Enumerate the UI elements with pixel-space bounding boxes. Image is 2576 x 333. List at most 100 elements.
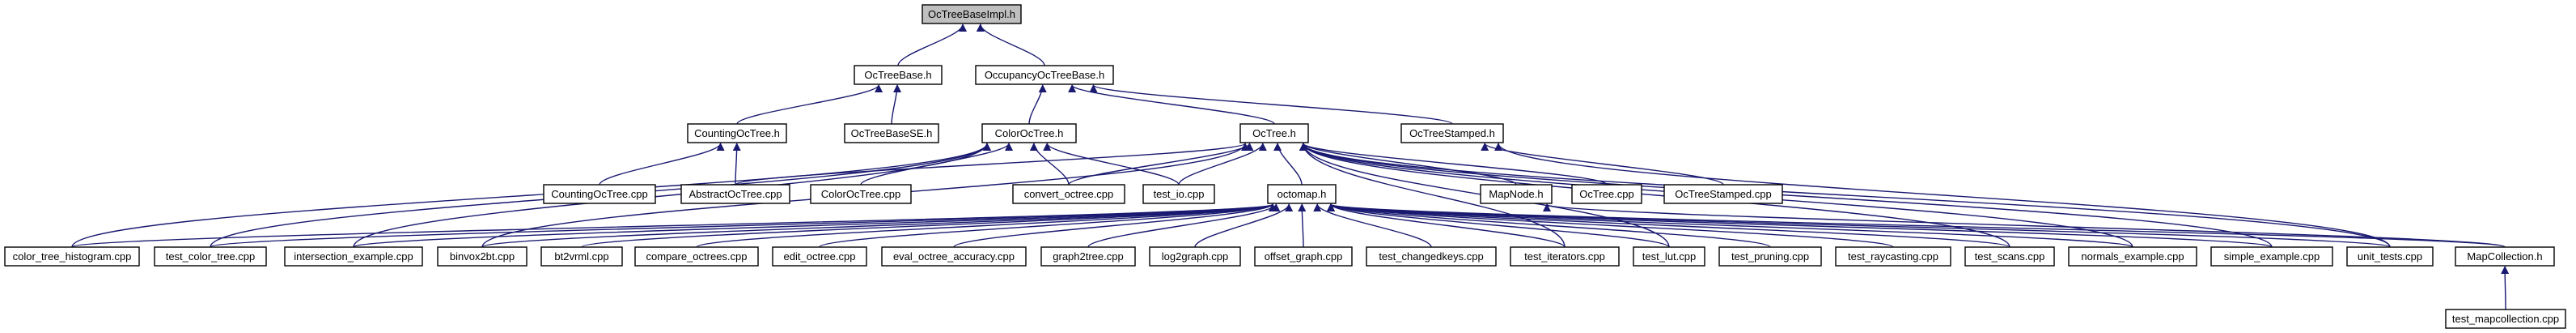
node-label: test_pruning.cpp <box>1731 250 1809 263</box>
node-binvox2bt-cpp[interactable]: binvox2bt.cpp <box>437 246 527 267</box>
edge-mapcollection_h-to-octomap_h <box>1327 203 2506 248</box>
node-test-changedkeys-cpp[interactable]: test_changedkeys.cpp <box>1366 246 1497 267</box>
node-label: bt2vrml.cpp <box>554 250 608 263</box>
edge-octree_cpp-to-octree <box>1299 143 1608 186</box>
edge-binvox2bt_cpp-to-octomap_h <box>481 203 1277 248</box>
edge-test_changedkeys_cpp-to-octomap_h <box>1313 203 1432 248</box>
node-test-raycasting-cpp[interactable]: test_raycasting.cpp <box>1835 246 1951 267</box>
node-octree-cpp[interactable]: OcTree.cpp <box>1571 184 1642 204</box>
edge-unit_tests_cpp-to-octree <box>1299 143 2391 248</box>
edge-test_raycasting_cpp-to-octomap_h <box>1327 203 1894 248</box>
node-label: test_io.cpp <box>1154 188 1205 200</box>
node-label: binvox2bt.cpp <box>450 250 515 263</box>
node-normals-example-cpp[interactable]: normals_example.cpp <box>2068 246 2197 267</box>
node-coloroctree[interactable]: ColorOcTree.h <box>981 123 1077 143</box>
node-label: edit_octree.cpp <box>784 250 856 263</box>
node-graph2tree-cpp[interactable]: graph2tree.cpp <box>1040 246 1136 267</box>
edge-test_io_cpp-to-octree <box>1178 143 1267 186</box>
edge-color_tree_histogram_cpp-to-octomap_h <box>71 203 1277 248</box>
node-test-iterators-cpp[interactable]: test_iterators.cpp <box>1510 246 1620 267</box>
node-octreestamped[interactable]: OcTreeStamped.h <box>1400 123 1504 143</box>
edge-countingoctree-to-octreebase <box>736 84 883 125</box>
node-label: unit_tests.cpp <box>2358 250 2422 263</box>
node-label: MapCollection.h <box>2467 250 2542 263</box>
node-mapcollection-h[interactable]: MapCollection.h <box>2455 246 2555 267</box>
edge-intersection_example_cpp-to-octomap_h <box>353 203 1277 248</box>
node-label: color_tree_histogram.cpp <box>13 250 132 263</box>
node-label: test_scans.cpp <box>1975 250 2045 263</box>
node-label: OcTreeStamped.cpp <box>1675 188 1771 200</box>
node-label: compare_octrees.cpp <box>646 250 747 263</box>
edge-bt2vrml_cpp-to-octomap_h <box>581 203 1277 248</box>
node-abstractoctree-cpp[interactable]: AbstractOcTree.cpp <box>680 184 790 204</box>
node-mapnode-h[interactable]: MapNode.h <box>1480 184 1553 204</box>
edge-countingoctree_cpp-to-countingoctree <box>599 143 725 186</box>
node-log2graph-cpp[interactable]: log2graph.cpp <box>1149 246 1241 267</box>
node-label: test_color_tree.cpp <box>166 250 256 263</box>
edge-octreebasese-to-octreebase <box>891 84 902 125</box>
node-octreestamped-cpp[interactable]: OcTreeStamped.cpp <box>1663 184 1783 204</box>
edges-layer <box>71 23 2510 310</box>
edge-test_scans_cpp-to-octomap_h <box>1327 203 2010 248</box>
edge-convert_octree_cpp-to-coloroctree <box>1029 143 1070 186</box>
node-color-tree-histogram-cpp[interactable]: color_tree_histogram.cpp <box>4 246 140 267</box>
node-label: ColorOcTree.h <box>995 127 1064 139</box>
node-simple-example-cpp[interactable]: simple_example.cpp <box>2210 246 2333 267</box>
node-label: offset_graph.cpp <box>1265 250 1343 263</box>
edge-test_io_cpp-to-coloroctree <box>1043 143 1180 186</box>
node-test-color-tree-cpp[interactable]: test_color_tree.cpp <box>154 246 267 267</box>
node-label: OcTreeBaseImpl.h <box>928 8 1015 20</box>
node-label: OcTreeStamped.h <box>1409 127 1495 139</box>
node-coloroctree-cpp[interactable]: ColorOcTree.cpp <box>810 184 912 204</box>
node-eval-octree-accuracy-cpp[interactable]: eval_octree_accuracy.cpp <box>881 246 1027 267</box>
edge-normals_example_cpp-to-octomap_h <box>1327 203 2133 248</box>
node-test-lut-cpp[interactable]: test_lut.cpp <box>1633 246 1705 267</box>
edge-test_scans_cpp-to-octree <box>1299 143 2010 248</box>
edge-test_lut_cpp-to-octomap_h <box>1327 203 1670 248</box>
node-label: intersection_example.cpp <box>294 250 413 263</box>
edge-test_mapcollection_cpp-to-mapcollection_h <box>2501 266 2510 310</box>
edge-edit_octree_cpp-to-octomap_h <box>819 203 1277 248</box>
node-octree[interactable]: OcTree.h <box>1239 123 1309 143</box>
edge-unit_tests_cpp-to-octreestamped <box>1494 143 2391 248</box>
node-label: OccupancyOcTreeBase.h <box>985 69 1104 81</box>
node-test-io-cpp[interactable]: test_io.cpp <box>1142 184 1215 204</box>
node-label: AbstractOcTree.cpp <box>688 188 782 200</box>
node-countingoctree[interactable]: CountingOcTree.h <box>687 123 787 143</box>
node-test-scans-cpp[interactable]: test_scans.cpp <box>1964 246 2055 267</box>
edge-abstractoctree_cpp-to-countingoctree <box>732 143 741 186</box>
node-intersection-example-cpp[interactable]: intersection_example.cpp <box>284 246 423 267</box>
node-label: test_raycasting.cpp <box>1848 250 1938 263</box>
node-octreebaseimpl[interactable]: OcTreeBaseImpl.h <box>922 4 1022 24</box>
node-label: MapNode.h <box>1489 188 1543 200</box>
edge-test_pruning_cpp-to-octomap_h <box>1327 203 1771 248</box>
node-occupancyoctreebase[interactable]: OccupancyOcTreeBase.h <box>975 65 1114 85</box>
node-octreebase[interactable]: OcTreeBase.h <box>854 65 943 85</box>
node-label: convert_octree.cpp <box>1024 188 1114 200</box>
edge-color_tree_histogram_cpp-to-coloroctree <box>71 143 991 248</box>
node-test-pruning-cpp[interactable]: test_pruning.cpp <box>1718 246 1822 267</box>
node-bt2vrml-cpp[interactable]: bt2vrml.cpp <box>540 246 623 267</box>
edge-graph2tree_cpp-to-octomap_h <box>1087 203 1281 248</box>
node-octreebasese[interactable]: OcTreeBaseSE.h <box>844 123 939 143</box>
node-convert-octree-cpp[interactable]: convert_octree.cpp <box>1012 184 1125 204</box>
node-label: test_changedkeys.cpp <box>1379 250 1483 263</box>
node-label: ColorOcTree.cpp <box>821 188 901 200</box>
node-label: OcTree.cpp <box>1579 188 1633 200</box>
edge-eval_octree_accuracy_cpp-to-octomap_h <box>953 203 1277 248</box>
node-octomap-h[interactable]: octomap.h <box>1267 184 1337 204</box>
node-offset-graph-cpp[interactable]: offset_graph.cpp <box>1254 246 1353 267</box>
node-compare-octrees-cpp[interactable]: compare_octrees.cpp <box>634 246 759 267</box>
node-edit-octree-cpp[interactable]: edit_octree.cpp <box>772 246 867 267</box>
nodes-layer: OcTreeBaseImpl.h OcTreeBase.h OccupancyO… <box>4 4 2566 329</box>
node-label: graph2tree.cpp <box>1053 250 1123 263</box>
node-test-mapcollection-cpp[interactable]: test_mapcollection.cpp <box>2445 309 2566 329</box>
edge-compare_octrees_cpp-to-octomap_h <box>696 203 1277 248</box>
node-label: OcTreeBaseSE.h <box>851 127 933 139</box>
node-unit-tests-cpp[interactable]: unit_tests.cpp <box>2346 246 2434 267</box>
node-countingoctree-cpp[interactable]: CountingOcTree.cpp <box>543 184 656 204</box>
node-label: OcTree.h <box>1252 127 1296 139</box>
node-label: test_mapcollection.cpp <box>2452 313 2559 325</box>
edge-octreebase-to-octreebaseimpl <box>897 23 968 66</box>
